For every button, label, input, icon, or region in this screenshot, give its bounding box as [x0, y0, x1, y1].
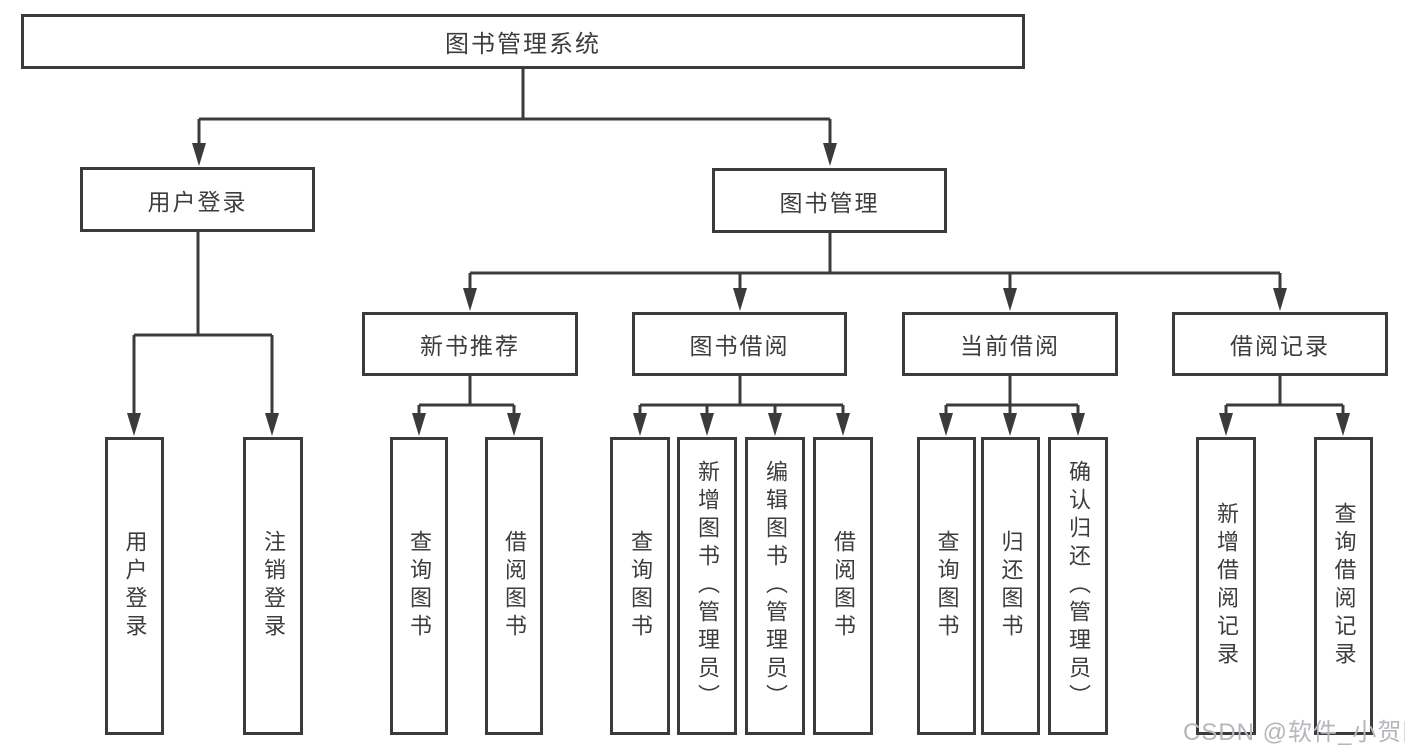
leaf-query-borrow-record-label: 查询借阅记录 [1331, 502, 1357, 670]
node-book-borrowing: 图书借阅 [632, 312, 847, 376]
node-book-borrowing-label: 图书借阅 [689, 333, 790, 359]
node-new-book-recommendation: 新书推荐 [362, 312, 578, 376]
leaf-query-books-1-label: 查询图书 [407, 530, 432, 642]
leaf-add-borrow-record: 新增借阅记录 [1196, 437, 1256, 735]
node-current-borrowing-label: 当前借阅 [960, 333, 1060, 359]
leaf-query-books-1: 查询图书 [390, 437, 448, 735]
watermark: CSDN @软件_小贺同学 [1183, 719, 1405, 746]
leaf-borrow-books-2: 借阅图书 [813, 437, 873, 735]
leaf-add-books-admin-label: 新增图书（管理员） [695, 460, 720, 712]
leaf-query-books-2: 查询图书 [610, 437, 670, 735]
node-root-label: 图书管理系统 [445, 31, 601, 58]
leaf-add-borrow-record-label: 新增借阅记录 [1214, 502, 1239, 670]
leaf-add-books-admin: 新增图书（管理员） [677, 437, 737, 735]
node-new-book-recommendation-label: 新书推荐 [420, 333, 520, 359]
leaf-logout-label: 注销登录 [261, 530, 286, 642]
leaf-confirm-return-admin: 确认归还（管理员） [1048, 437, 1108, 735]
node-root: 图书管理系统 [21, 14, 1025, 69]
leaf-edit-books-admin: 编辑图书（管理员） [745, 437, 805, 735]
leaf-borrow-books-1: 借阅图书 [485, 437, 543, 735]
leaf-borrow-books-2-label: 借阅图书 [831, 530, 856, 642]
node-borrowing-records: 借阅记录 [1172, 312, 1388, 376]
leaf-confirm-return-admin-label: 确认归还（管理员） [1066, 460, 1091, 712]
node-current-borrowing: 当前借阅 [902, 312, 1118, 376]
leaf-user-login-label: 用户登录 [122, 530, 148, 642]
node-book-management: 图书管理 [712, 168, 947, 233]
leaf-user-login: 用户登录 [105, 437, 164, 735]
leaf-return-books-label: 归还图书 [998, 530, 1024, 642]
leaf-query-books-3: 查询图书 [917, 437, 976, 735]
leaf-query-borrow-record: 查询借阅记录 [1314, 437, 1373, 735]
leaf-query-books-3-label: 查询图书 [934, 530, 960, 642]
leaf-edit-books-admin-label: 编辑图书（管理员） [763, 460, 788, 712]
node-borrowing-records-label: 借阅记录 [1230, 333, 1330, 359]
leaf-logout: 注销登录 [243, 437, 303, 735]
leaf-query-books-2-label: 查询图书 [628, 530, 653, 642]
node-user-login-label: 用户登录 [147, 188, 248, 215]
node-book-management-label: 图书管理 [779, 189, 880, 216]
node-user-login: 用户登录 [80, 167, 315, 232]
leaf-return-books: 归还图书 [981, 437, 1040, 735]
leaf-borrow-books-1-label: 借阅图书 [502, 530, 527, 642]
